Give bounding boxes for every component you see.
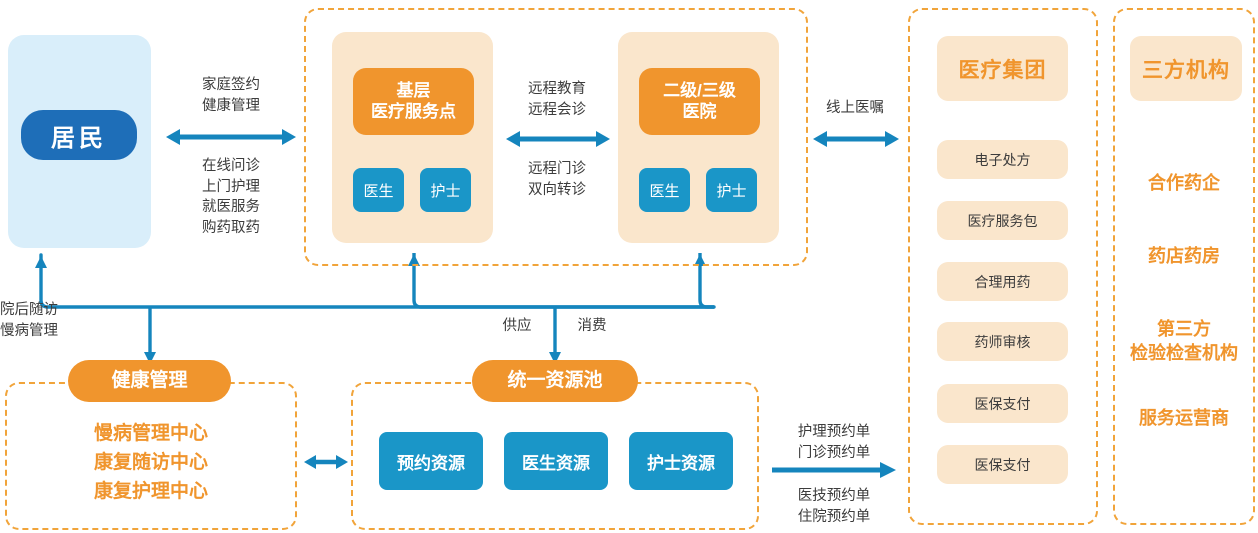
- arrow-health-resource: [304, 455, 348, 469]
- care-institutions-panel: [304, 8, 808, 266]
- resident-pill[interactable]: 居民: [21, 110, 137, 160]
- caption-post-discharge: 院后随访 慢病管理: [0, 302, 58, 339]
- hospital-box: [618, 32, 779, 243]
- medical-group-item-5-label: 医保支付: [974, 456, 1031, 473]
- resource-pool-title-label: 统一资源池: [507, 369, 603, 391]
- health-management-title[interactable]: 健康管理: [68, 360, 231, 402]
- caption-remote-education: 远程教育 远程会诊: [528, 81, 586, 118]
- health-management-item-0[interactable]: 慢病管理中心: [93, 423, 208, 444]
- third-party-item-0[interactable]: 合作药企: [1148, 173, 1220, 193]
- hospital-role-doctor[interactable]: 医生: [639, 168, 690, 212]
- caption-family-contract: 家庭签约 健康管理: [202, 77, 260, 114]
- health-management-item-2[interactable]: 康复护理中心: [93, 481, 208, 502]
- caption-appointment-bottom: 医技预约单 住院预约单: [797, 488, 871, 525]
- resource-pool-item-1[interactable]: 医生资源: [504, 432, 608, 490]
- arrow-primary-hospital: [506, 131, 610, 147]
- medical-group-title-label: 医疗集团: [958, 58, 1047, 82]
- resource-pool-item-2-label: 护士资源: [647, 453, 715, 473]
- medical-group-item-3[interactable]: 药师审核: [937, 322, 1068, 361]
- third-party-item-1[interactable]: 药店药房: [1148, 246, 1220, 266]
- caption-online-order: 线上医嘱: [826, 100, 884, 116]
- arrow-resident-care: [166, 129, 296, 145]
- resource-pool-title[interactable]: 统一资源池: [472, 360, 638, 402]
- third-party-item-2[interactable]: 第三方 检验检查机构: [1130, 319, 1238, 363]
- caption-consume: 消费: [577, 318, 607, 334]
- arrow-online-order: [813, 131, 899, 147]
- resource-pool-item-2[interactable]: 护士资源: [629, 432, 733, 490]
- primary-care-role-nurse-label: 护士: [430, 182, 461, 200]
- caption-supply: 供应: [502, 318, 532, 334]
- medical-group-item-1-label: 医疗服务包: [967, 212, 1038, 229]
- medical-group-item-2-label: 合理用药: [974, 273, 1031, 290]
- third-party-title[interactable]: 三方机构: [1130, 36, 1242, 101]
- arrow-appointment: [772, 462, 896, 478]
- medical-group-title[interactable]: 医疗集团: [937, 36, 1068, 101]
- third-party-title-label: 三方机构: [1142, 58, 1230, 82]
- primary-care-title-label: 基层 医疗服务点: [371, 81, 456, 121]
- resource-pool-item-0[interactable]: 预约资源: [379, 432, 483, 490]
- third-party-item-3[interactable]: 服务运营商: [1139, 408, 1229, 428]
- medical-group-item-0[interactable]: 电子处方: [937, 140, 1068, 179]
- medical-group-item-2[interactable]: 合理用药: [937, 262, 1068, 301]
- hospital-role-doctor-label: 医生: [649, 182, 680, 200]
- hospital-role-nurse[interactable]: 护士: [706, 168, 757, 212]
- caption-appointment-top: 护理预约单 门诊预约单: [797, 424, 871, 461]
- resource-pool-item-1-label: 医生资源: [522, 453, 590, 473]
- primary-care-role-nurse[interactable]: 护士: [420, 168, 471, 212]
- caption-online-services: 在线问诊 上门护理 就医服务 购药取药: [202, 158, 260, 236]
- medical-group-item-5[interactable]: 医保支付: [937, 445, 1068, 484]
- hospital-role-nurse-label: 护士: [716, 182, 747, 200]
- medical-group-item-3-label: 药师审核: [974, 333, 1031, 350]
- hospital-title[interactable]: 二级/三级 医院: [639, 68, 760, 135]
- health-management-item-1[interactable]: 康复随访中心: [93, 452, 208, 473]
- health-management-title-label: 健康管理: [111, 369, 188, 391]
- primary-care-role-doctor-label: 医生: [363, 182, 394, 200]
- primary-care-role-doctor[interactable]: 医生: [353, 168, 404, 212]
- medical-group-item-4-label: 医保支付: [974, 395, 1031, 412]
- medical-group-item-0-label: 电子处方: [974, 151, 1031, 168]
- primary-care-title[interactable]: 基层 医疗服务点: [353, 68, 474, 135]
- resident-label: 居民: [51, 124, 107, 152]
- medical-group-item-4[interactable]: 医保支付: [937, 384, 1068, 423]
- third-party-panel: [1113, 8, 1255, 525]
- primary-care-box: [332, 32, 493, 243]
- medical-group-item-1[interactable]: 医疗服务包: [937, 201, 1068, 240]
- resource-pool-item-0-label: 预约资源: [397, 453, 465, 473]
- hospital-title-label: 二级/三级 医院: [663, 81, 736, 121]
- medical-group-panel: [908, 8, 1098, 525]
- caption-remote-clinic: 远程门诊 双向转诊: [528, 161, 586, 198]
